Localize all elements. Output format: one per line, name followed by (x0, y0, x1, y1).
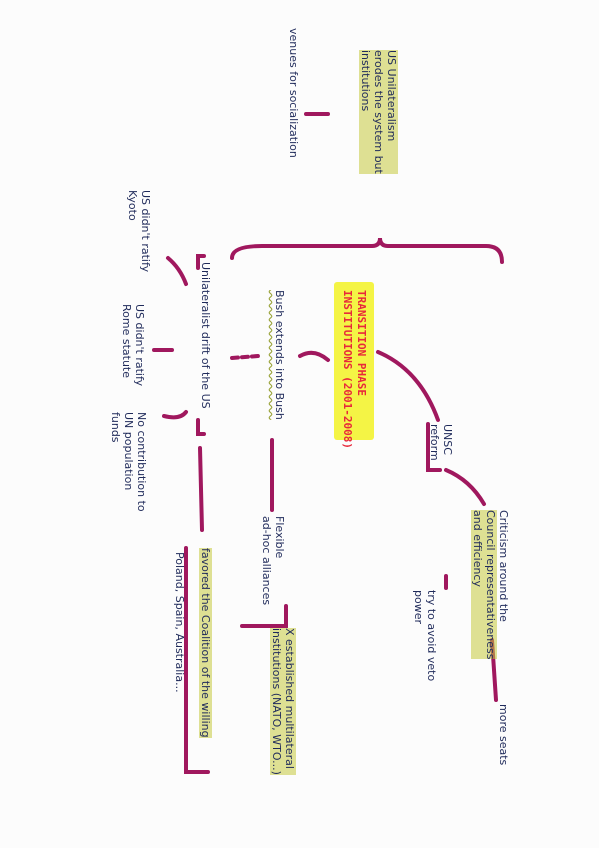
bush-extends-label: Bush extends into Bush (273, 290, 286, 420)
coalition-countries: Poland, Spain, Australia... (173, 552, 186, 693)
kyoto-note: US didn't ratify Kyoto (126, 190, 152, 273)
unsc-bracket (426, 422, 442, 472)
top-title-line-1: US Unilateralism (385, 50, 398, 174)
top-title-line-2: erodes the system but (372, 50, 385, 174)
center-title-line-1: TRANSITION PHASE (355, 290, 368, 396)
unilateralist-to-coalition (198, 446, 204, 532)
center-to-unsc (376, 350, 440, 422)
unsc-reform: UNSC reform (428, 424, 454, 461)
unfpa-note: No contribution to UN population funds (109, 412, 148, 512)
top-cluster-title: US Unilateralism erodes the system but i… (359, 50, 398, 174)
unilateralist-bracket-top (196, 254, 206, 270)
venues-for-socialization: venues for socialization (287, 28, 300, 158)
rome-statute-note: US didn't ratify Rome statute (120, 304, 146, 387)
more-seats-note: more seats (497, 704, 510, 766)
bush-to-center (298, 350, 330, 362)
kyoto-branch (166, 256, 188, 286)
unilateralist-drift-label: Unilateralist drift of the US (199, 262, 212, 409)
veto-note: try to avoid veto power (412, 590, 438, 682)
flexible-alliances: Flexible ad-hoc alliances (260, 516, 286, 606)
unilateralist-bracket-bottom (196, 418, 206, 436)
top-brace (230, 237, 504, 264)
unsc-to-criticism (444, 468, 486, 506)
coalition-of-the-willing: favored the Coalition of the willing (199, 548, 212, 738)
top-title-line-3: institutions (359, 50, 372, 174)
unfpa-branch (162, 410, 188, 420)
flexible-bracket (240, 604, 288, 628)
center-title-line-2: INSTITUTIONS (2001-2008) (341, 290, 354, 449)
center-title-highlight (334, 282, 374, 440)
transition-phase-title: TRANSITION PHASE INSTITUTIONS (2001-2008… (340, 290, 368, 449)
coalition-bracket (184, 546, 210, 774)
bush-to-unilateralist (230, 354, 260, 360)
criticism-note: Criticism around the Council representat… (471, 510, 510, 660)
multilateral-institutions: X established multilateral institutions … (270, 628, 296, 775)
